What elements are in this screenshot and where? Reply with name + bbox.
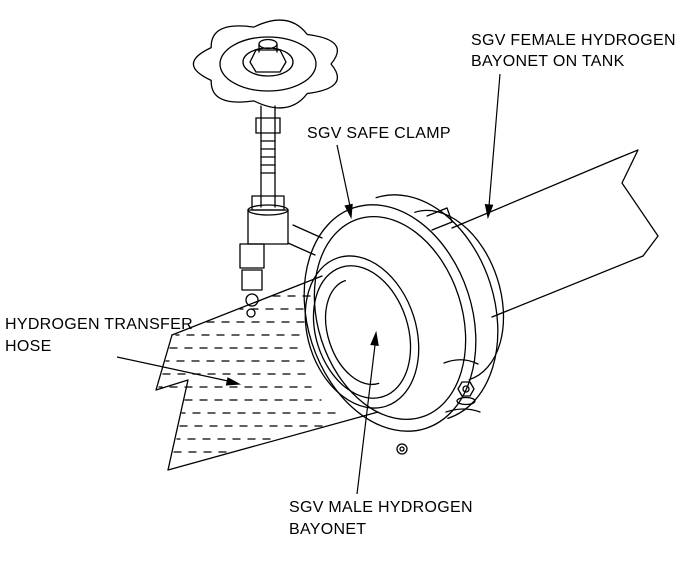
leader-female-bayonet <box>484 73 501 220</box>
sgv-safe-clamp <box>303 194 505 455</box>
clamp-lug-top <box>426 207 448 217</box>
arrowhead-icon <box>225 377 242 386</box>
packing-nut <box>251 195 285 211</box>
male-bayonet-outer <box>304 255 420 409</box>
stem-tip <box>258 38 278 50</box>
clamp-lug-top <box>446 207 453 223</box>
bracket-plate <box>241 269 263 291</box>
pipe-break-line <box>615 149 659 257</box>
mount-edge <box>292 224 323 239</box>
valve-stem <box>239 105 323 318</box>
leader-safe-clamp <box>336 144 353 220</box>
clamp-bolt-washer <box>456 396 476 406</box>
label-safe-clamp: SGV SAFE CLAMP <box>307 125 451 142</box>
hose-break-line <box>155 334 189 471</box>
male-bayonet-bore <box>324 279 380 386</box>
leader-line <box>336 144 351 207</box>
bracket-pin <box>245 293 259 307</box>
clamp-bolt-center <box>462 385 470 393</box>
label-transfer-hose-line1: HYDROGEN TRANSFER <box>5 316 193 333</box>
label-male-bayonet-line1: SGV MALE HYDROGEN <box>289 499 473 516</box>
hose-top-edge <box>171 275 323 336</box>
arrowhead-icon <box>484 204 494 220</box>
leader-line <box>488 73 501 207</box>
handwheel-inner-ring <box>219 36 317 92</box>
clamp-bolt-hex <box>457 381 475 397</box>
callout-labels: SGV FEMALE HYDROGEN BAYONET ON TANK SGV … <box>5 32 676 538</box>
gland-block <box>247 209 289 245</box>
hose-texture <box>158 295 337 453</box>
leader-male-bayonet <box>356 330 379 495</box>
clamp-hinge-pin-center <box>399 446 405 452</box>
leader-line <box>356 344 376 495</box>
bracket-plate <box>239 243 265 269</box>
leader-transfer-hose <box>116 356 242 386</box>
arrowhead-icon <box>344 203 353 220</box>
line-art <box>155 19 659 471</box>
label-male-bayonet-line2: BAYONET <box>289 521 366 538</box>
leader-line <box>116 356 229 382</box>
clamp-lug-bottom <box>445 408 481 413</box>
sgv-male-bayonet-face <box>304 255 420 409</box>
callout-leaders <box>116 73 501 495</box>
label-female-bayonet-line2: BAYONET ON TANK <box>471 53 625 70</box>
tank-pipe <box>451 149 659 318</box>
pipe-top-edge <box>451 158 617 229</box>
clamp-lug-bottom <box>443 359 479 365</box>
label-female-bayonet-line1: SGV FEMALE HYDROGEN <box>471 32 676 49</box>
handwheel <box>192 19 338 109</box>
bracket-pin-end <box>246 308 256 318</box>
handwheel-rim <box>192 19 338 109</box>
hub-hex-nut <box>249 49 287 73</box>
clamp-back-rim <box>375 194 499 419</box>
label-transfer-hose-line2: HOSE <box>5 338 52 355</box>
clamp-hinge-pin <box>396 443 408 455</box>
hose-bottom-edge <box>167 411 379 471</box>
hydrogen-transfer-hose-art <box>155 275 379 471</box>
female-flange <box>414 209 505 381</box>
male-bayonet-mid <box>312 265 412 399</box>
clamp-lug-top <box>431 221 453 231</box>
pipe-bottom-edge <box>491 255 644 318</box>
clamp-outer-rim <box>303 204 477 432</box>
clamp-inner-rim <box>313 215 467 421</box>
arrowhead-icon <box>370 330 379 346</box>
